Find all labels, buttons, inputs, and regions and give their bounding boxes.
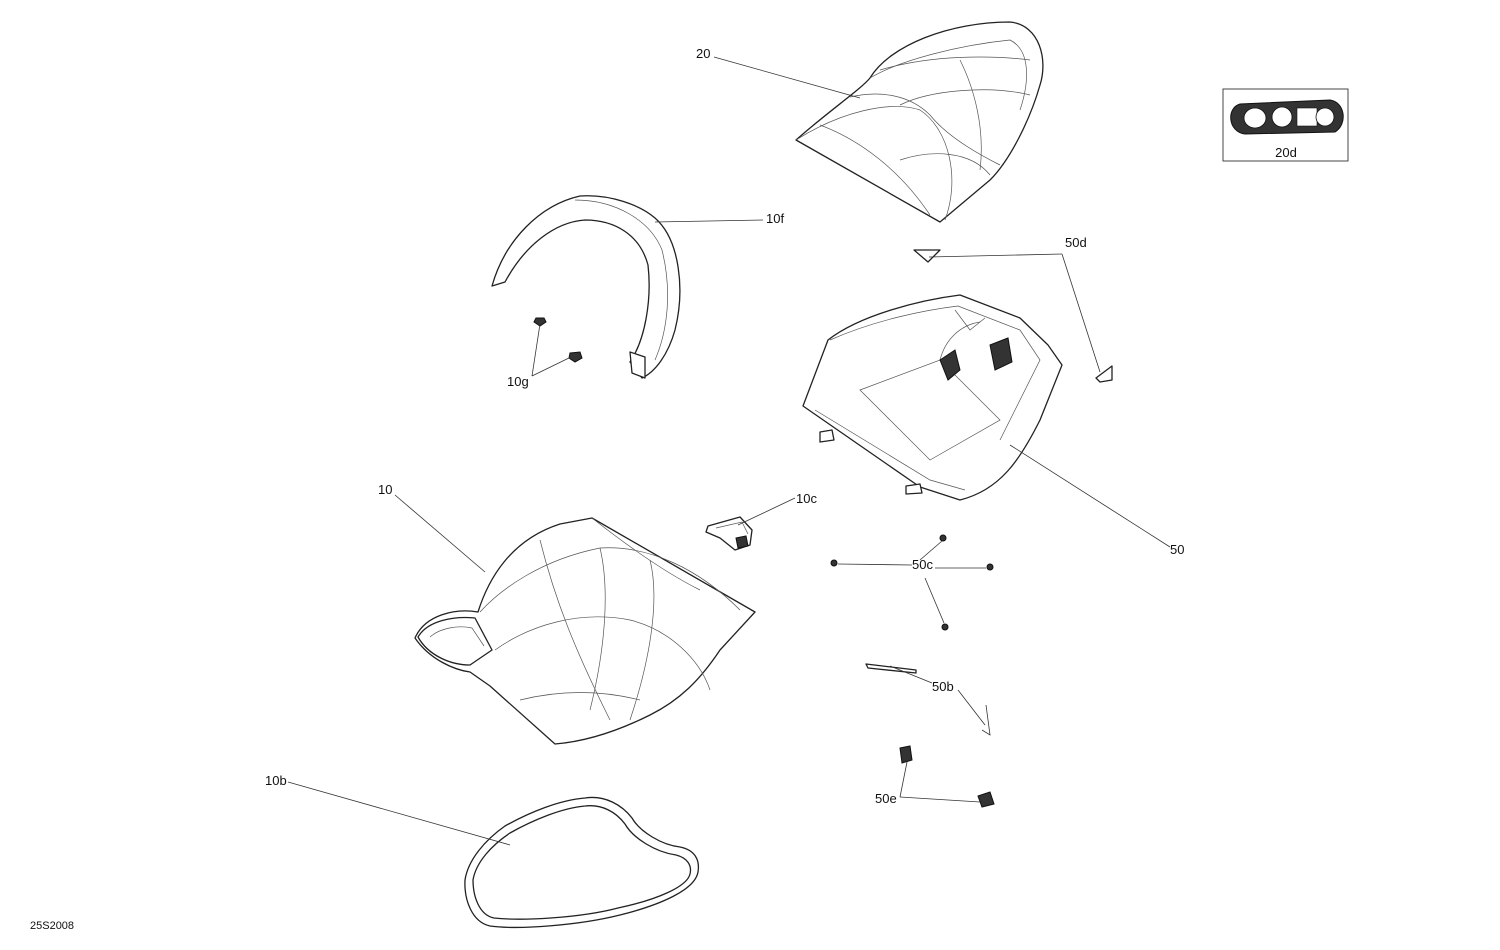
nut-50c[interactable] [830, 534, 994, 631]
front-seat-10[interactable] [414, 517, 756, 745]
callout-50: 50 [1170, 542, 1184, 557]
latch-10c[interactable] [705, 516, 753, 551]
callout-10c: 10c [796, 491, 817, 506]
callout-20d: 20d [1275, 145, 1297, 160]
seat-strap-10f[interactable] [491, 195, 681, 379]
clip-50d[interactable] [913, 249, 1113, 383]
callout-50c: 50c [912, 557, 933, 572]
decal-20d[interactable]: 20d [1222, 88, 1349, 162]
fastener-10g[interactable] [533, 317, 583, 363]
callout-50e: 50e [875, 791, 897, 806]
leader-lines [287, 56, 1171, 846]
callout-50d: 50d [1065, 235, 1087, 250]
callout-20: 20 [696, 46, 710, 61]
callout-10f: 10f [766, 211, 784, 226]
seal-10b[interactable] [464, 796, 700, 929]
callout-10g: 10g [507, 374, 529, 389]
pin-50b[interactable] [865, 663, 991, 736]
grommet-50e[interactable] [899, 745, 995, 808]
seat-base-50[interactable] [802, 294, 1063, 501]
callout-10b: 10b [265, 773, 287, 788]
rear-seat-cover-20[interactable] [795, 21, 1044, 223]
drawing-number: 25S2008 [30, 920, 74, 932]
callout-10: 10 [378, 482, 392, 497]
callout-50b: 50b [932, 679, 954, 694]
